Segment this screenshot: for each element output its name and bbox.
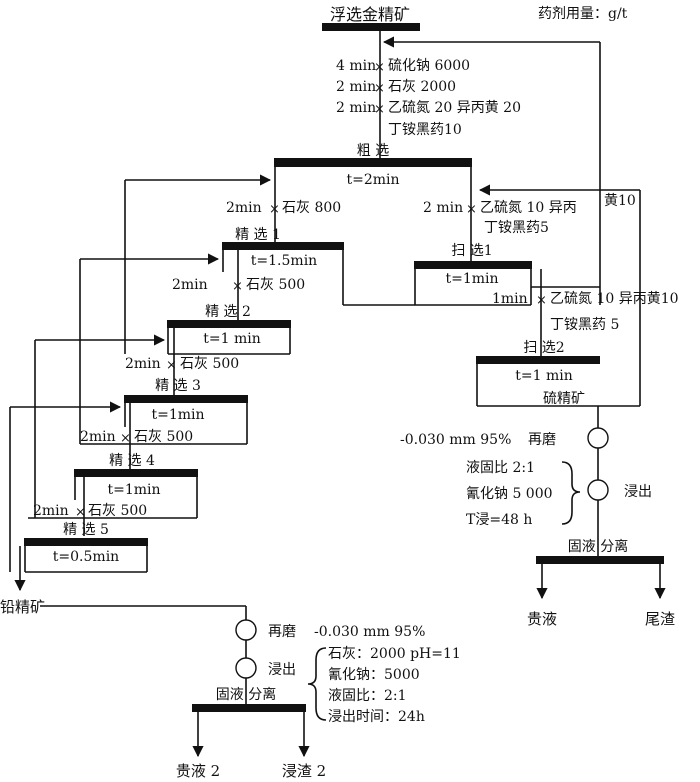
lead-out-left: 贵液 2 [176,762,220,780]
leach-tank-1 [587,479,609,501]
scav2-reagent: 乙硫氮 10 异丙黄10 [550,290,679,307]
stir-mark-c1: × [269,202,280,217]
scav1-reagent: 乙硫氮 10 异丙 [480,200,577,216]
cleaner3-reagent: 石灰 500 [180,356,239,372]
sulfur-out-right: 尾渣 [645,610,675,628]
leach-tank-2 [235,657,257,679]
sulfur-sep-bar [536,556,664,564]
cleaner1-dose: 2min [226,200,262,216]
sulfur-regrind: 再磨 [528,432,556,448]
feed-title: 浮选金精矿 [330,5,410,24]
sulfur-regrind-spec: -0.030 mm 95% [400,432,511,448]
cleaner2-reagent: 石灰 500 [246,277,305,293]
sulfur-out-left: 贵液 [527,610,557,628]
scav1-reagent-2: 丁铵黑药5 [484,220,549,236]
scav2-bar [476,356,600,364]
stir-mark-c4: × [120,431,131,446]
regrind-mill-1 [587,427,609,449]
stir-mark-3: × [374,102,385,117]
lead-leach: 浸出 [268,662,296,678]
lead-out-right: 浸渣 2 [282,762,326,780]
cleaner4-bar [74,469,198,477]
stir-mark-c2: × [232,279,243,294]
scav1-dose: 2 min [423,200,463,216]
feed-bar [322,23,420,31]
stir-mark-c5: × [75,505,86,520]
sulfur-separation: 固液 分离 [568,538,628,555]
cleaner2-bar [167,320,291,328]
scav1-label: 扫 选1 [451,243,492,259]
stir-mark-2: × [374,81,385,96]
cleaner5-label: 精 选 5 [63,522,109,538]
lead-condition-4: 浸出时间：24h [328,709,425,725]
rougher-reagent-1: 硫化钠 6000 [388,58,470,74]
sulfur-condition-3: T浸=48 h [466,512,532,528]
stir-mark-1: × [374,60,385,75]
lead-separation: 固液 分离 [216,686,276,703]
sulfur-condition-1: 液固比 2:1 [466,460,535,476]
stir-mark-s2: × [536,293,547,308]
scav1-reagent-extra: 黄10 [604,192,636,209]
rougher-reagent-4: 丁铵黑药10 [388,122,462,138]
cleaner4-dose: 2min [80,429,116,445]
cleaner5-dose: 2min [33,503,69,519]
cleaner3-label: 精 选 3 [155,378,201,394]
scav1-bar [414,261,532,269]
unit-note: 药剂用量：g/t [538,6,628,22]
cleaner5-time: t=0.5min [53,549,119,565]
cleaner5-bar [24,538,148,546]
cleaner1-label: 精 选 1 [235,227,281,243]
sulfur-leach: 浸出 [624,484,652,500]
cleaner3-dose: 2min [125,356,161,372]
lead-condition-1: 石灰：2000 pH=11 [328,646,461,662]
scav2-time: t=1 min [515,368,572,384]
cleaner1-time: t=1.5min [251,253,317,269]
scav2-reagent-2: 丁铵黑药 5 [550,317,619,333]
scav2-product: 硫精矿 [543,391,585,407]
cleaner1-reagent: 石灰 800 [282,200,341,216]
cleaner5-reagent: 石灰 500 [88,503,147,519]
cleaner2-time: t=1 min [203,331,260,347]
cleaner1-bar [222,242,344,250]
stir-mark-c3: × [166,358,177,373]
cleaner4-reagent: 石灰 500 [134,429,193,445]
cleaner3-time: t=1min [151,407,204,423]
regrind-mill-2 [235,619,257,641]
lead-brace [307,647,327,721]
cleaner2-dose: 2min [172,277,208,293]
scav1-time: t=1min [445,271,498,287]
rougher-label: 粗 选 [357,143,389,159]
cleaner3-bar [124,395,248,403]
rougher-reagent-3: 乙硫氮 20 异丙黄 20 [388,99,521,116]
rougher-reagent-time-3: 2 min [336,100,376,116]
rougher-bar [274,158,472,167]
lead-condition-2: 氰化钠：5000 [328,667,420,683]
lead-regrind-spec: -0.030 mm 95% [314,624,425,640]
cleaner2-label: 精 选 2 [205,304,251,320]
rougher-reagent-time-2: 2 min [336,79,376,95]
rougher-time: t=2min [346,172,399,188]
lead-product: 铅精矿 [0,598,45,616]
scav2-label: 扫 选2 [523,340,564,356]
lead-regrind: 再磨 [268,624,296,640]
sulfur-condition-2: 氰化钠 5 000 [466,486,553,502]
cleaner4-label: 精 选 4 [109,453,155,469]
rougher-reagent-time-1: 4 min [336,58,376,74]
sulfur-brace [561,461,581,525]
lead-sep-bar [192,704,306,712]
stir-mark-s1: × [466,202,477,217]
rougher-reagent-2: 石灰 2000 [388,79,456,95]
lead-condition-3: 液固比：2:1 [328,688,407,704]
scav2-dose: 1min [492,291,528,307]
cleaner4-time: t=1min [107,482,160,498]
